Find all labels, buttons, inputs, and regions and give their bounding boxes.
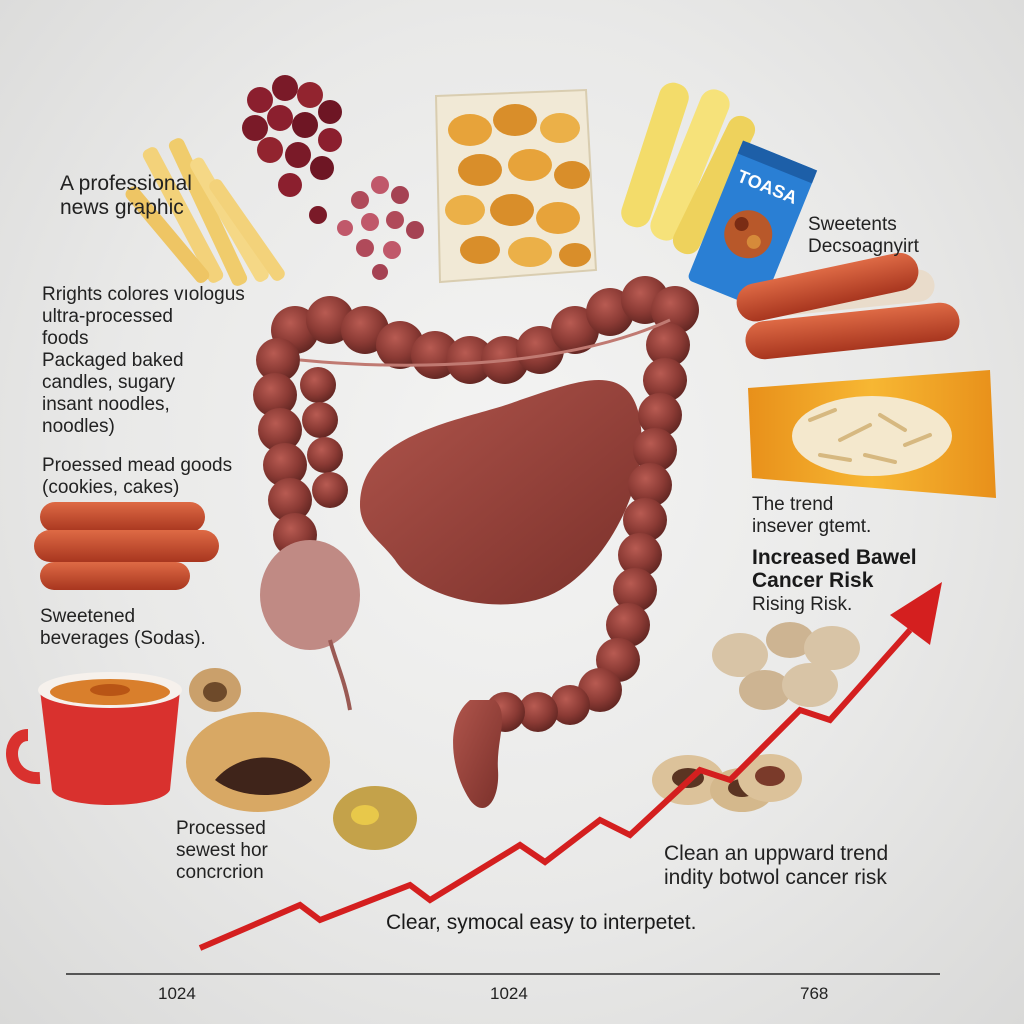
label-line: news graphic <box>60 196 184 219</box>
label-processed-bottom: Processed sewest hor concrcrion <box>176 818 268 884</box>
label-line: A professional <box>60 172 192 195</box>
risk-headline: Increased Bawel Cancer Risk <box>752 546 917 592</box>
noodles-bag-icon <box>748 370 996 498</box>
label-line: sewest hor <box>176 840 268 861</box>
headline-line: Cancer Risk <box>752 569 874 592</box>
label-line: Packaged baked <box>42 350 184 371</box>
label-line: Proessed mead goods <box>42 455 233 476</box>
label-ultra-processed: Rrights colores vıologus ultra-processed… <box>42 284 245 438</box>
label-trend-right: The trend insever gtemt. <box>752 494 871 538</box>
label-line: foods <box>42 328 89 349</box>
axis-tick-label: 768 <box>800 984 829 1003</box>
label-trend-bottom: Clean an uppward trend indity botwol can… <box>664 842 888 890</box>
berries-icon <box>242 75 424 280</box>
label-top-right: Sweetents Decsoagnyirt <box>808 214 919 258</box>
sausages-icon <box>34 502 219 590</box>
label-line: ultra-processed <box>42 306 173 327</box>
label-line: Processed <box>176 818 266 839</box>
label-line: Clean an uppward trend <box>664 842 889 865</box>
axis-baseline <box>66 973 940 975</box>
headline-line: Increased Bawel <box>752 546 917 569</box>
cheese-sticks-icon <box>621 82 756 255</box>
trend-arrow-icon <box>198 582 942 951</box>
label-line: concrcrion <box>176 862 264 883</box>
label-line: indity botwol cancer risk <box>664 866 887 889</box>
axis-tick-label: 1024 <box>490 984 528 1003</box>
sausages-right-icon <box>736 252 960 360</box>
label-line: Sweetened <box>40 606 136 627</box>
axis-tick-label: 1024 <box>158 984 196 1003</box>
footer-caption: Clear, symocal easy to interpetet. <box>386 911 697 934</box>
label-line: The trend <box>752 494 834 515</box>
label-line: beverages (Sodas). <box>40 628 206 649</box>
fries-icon <box>125 138 285 286</box>
label-line: insever gtemt. <box>752 516 872 537</box>
label-line: Sweetents <box>808 214 897 235</box>
colon-illustration <box>253 276 699 809</box>
label-line: noodles) <box>42 416 115 437</box>
coffee-cup-icon <box>6 672 182 805</box>
risk-subtitle: Rising Risk. <box>752 594 853 615</box>
label-beverages: Sweetened beverages (Sodas). <box>40 606 206 650</box>
label-line: Rrights colores vıologus <box>42 284 245 305</box>
label-line: candles, sugary <box>42 372 176 393</box>
label-processed-meat: Proessed mead goods (cookies, cakes) <box>42 455 232 499</box>
label-line: insant noodles, <box>42 394 170 415</box>
chips-bag-icon <box>434 88 598 284</box>
label-top-left: A professional news graphic <box>60 172 192 220</box>
label-line: Decsoagnyirt <box>808 236 919 257</box>
label-line: (cookies, cakes) <box>42 477 180 498</box>
cookie-icon <box>186 668 417 850</box>
candy-bar-icon: TOASA <box>688 140 818 308</box>
